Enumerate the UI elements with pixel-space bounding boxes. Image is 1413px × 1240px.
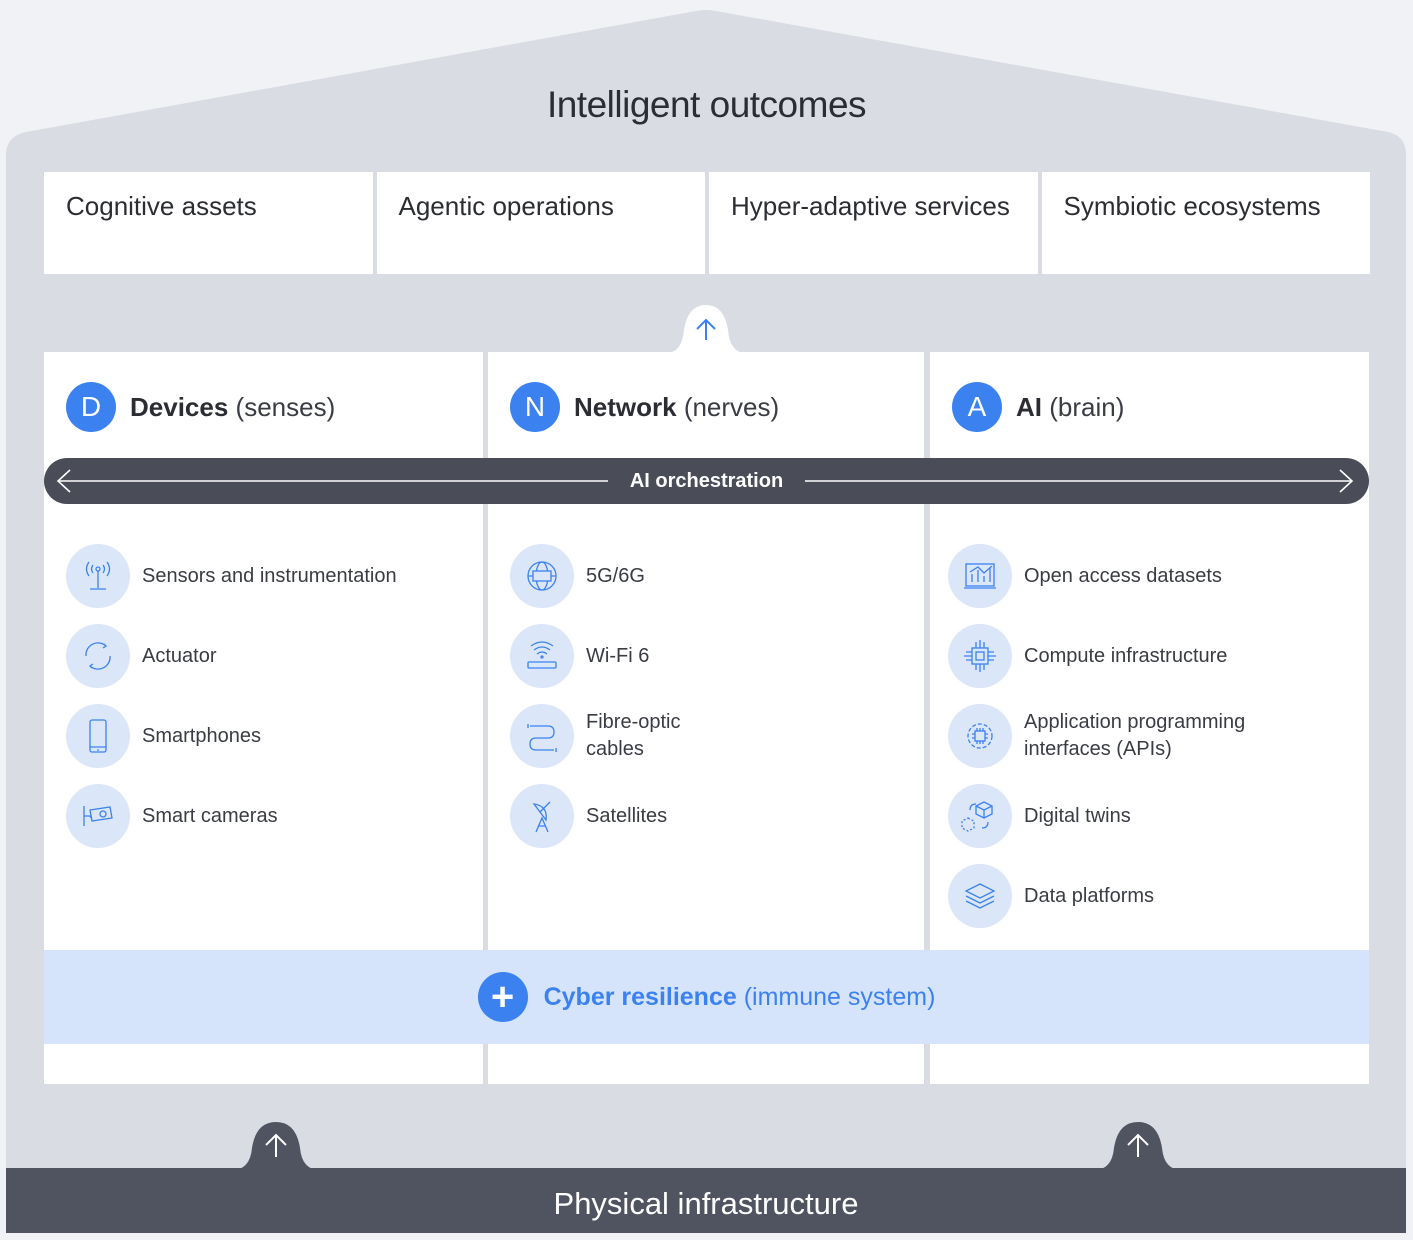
digital-twin-cube-icon <box>948 784 1012 848</box>
camera-icon <box>66 784 130 848</box>
outcome-cognitive-assets: Cognitive assets <box>44 172 373 274</box>
column-subtitle: (brain) <box>1049 391 1125 422</box>
list-item: Satellites <box>510 776 696 856</box>
list-item: Actuator <box>66 616 397 696</box>
wifi-router-icon <box>510 624 574 688</box>
item-label: Application programming interfaces (APIs… <box>1024 711 1246 760</box>
list-item: Data platforms <box>948 856 1274 936</box>
outcomes-row: Cognitive assets Agentic operations Hype… <box>44 172 1370 274</box>
item-label: Data platforms <box>1024 884 1155 907</box>
cyber-subtitle: (immune system) <box>743 982 936 1011</box>
actuator-icon <box>66 624 130 688</box>
item-list: Sensors and instrumentation Actuator Sma… <box>66 536 397 856</box>
item-list: 5G/6G Wi-Fi 6 Fibre-optic cables Satelli… <box>510 536 696 856</box>
list-item: Smart cameras <box>66 776 397 856</box>
ai-orchestration-bar: AI orchestration <box>44 458 1369 504</box>
list-item: Smartphones <box>66 696 397 776</box>
item-label: Wi-Fi 6 <box>586 644 650 667</box>
list-item: Wi-Fi 6 <box>510 616 696 696</box>
layers-icon <box>948 864 1012 928</box>
badge-a: A <box>952 382 1002 432</box>
item-list: Open access datasets Compute infrastruct… <box>948 536 1274 936</box>
outcome-symbiotic-ecosystems: Symbiotic ecosystems <box>1041 172 1370 274</box>
item-label: Satellites <box>586 804 668 827</box>
column-subtitle: (nerves) <box>683 391 780 422</box>
item-label: Smart cameras <box>142 804 278 827</box>
list-item: Fibre-optic cables <box>510 696 696 776</box>
item-label: 5G/6G <box>586 564 645 587</box>
list-item: 5G/6G <box>510 536 696 616</box>
plus-icon: + <box>477 972 528 1022</box>
physical-infrastructure: Physical infrastructure <box>6 1168 1406 1233</box>
item-label: Sensors and instrumentation <box>142 564 397 587</box>
column-title: AI <box>1016 391 1042 422</box>
chip-icon <box>948 624 1012 688</box>
orchestration-label: AI orchestration <box>607 470 806 492</box>
cyber-title: Cyber resilience <box>543 982 737 1011</box>
column-header: D Devices (senses) <box>66 382 335 432</box>
item-label: Open access datasets <box>1024 564 1222 587</box>
badge-d: D <box>66 382 116 432</box>
cyber-resilience-band: + Cyber resilience (immune system) <box>44 950 1369 1044</box>
column-header: A AI (brain) <box>952 382 1124 432</box>
list-item: Open access datasets <box>948 536 1274 616</box>
list-item: Digital twins <box>948 776 1274 856</box>
sensor-icon <box>66 544 130 608</box>
item-label: Compute infrastructure <box>1024 644 1228 667</box>
api-gear-icon <box>948 704 1012 768</box>
column-header: N Network (nerves) <box>510 382 779 432</box>
main-title: Intelligent outcomes <box>546 84 867 125</box>
cable-icon <box>510 704 574 768</box>
badge-n: N <box>510 382 560 432</box>
list-item: Compute infrastructure <box>948 616 1274 696</box>
outcome-hyper-adaptive-services: Hyper-adaptive services <box>709 172 1038 274</box>
item-label: Actuator <box>142 644 217 667</box>
column-title: Network <box>574 391 677 422</box>
list-item: Sensors and instrumentation <box>66 536 397 616</box>
list-item: Application programming interfaces (APIs… <box>948 696 1274 776</box>
item-label: Fibre-optic cables <box>586 711 681 760</box>
5g-globe-icon <box>510 544 574 608</box>
satellite-dish-icon <box>510 784 574 848</box>
dataset-chart-icon <box>948 544 1012 608</box>
smartphone-icon <box>66 704 130 768</box>
column-title: Devices <box>130 391 229 422</box>
column-subtitle: (senses) <box>235 391 336 422</box>
outcome-agentic-operations: Agentic operations <box>376 172 705 274</box>
item-label: Digital twins <box>1024 804 1131 827</box>
item-label: Smartphones <box>142 724 261 747</box>
